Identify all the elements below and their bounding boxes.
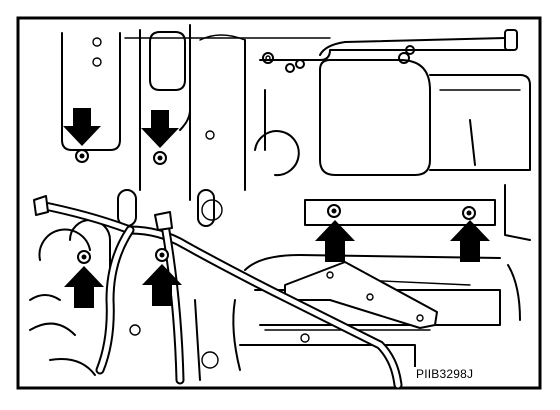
figure-reference-code: PIIB3298J: [414, 367, 476, 381]
bolt-bracket-right: [462, 206, 476, 220]
bolt-bottom-center: [155, 248, 169, 262]
arrow-top-center: [141, 110, 179, 148]
bolt-top-center: [153, 151, 167, 165]
drawing-body: [29, 24, 531, 390]
bolt-bottom-left: [77, 250, 91, 264]
bolt-bracket-left: [327, 204, 341, 218]
arrow-bracket-right: [450, 220, 490, 262]
arrow-bottom-left: [64, 266, 104, 308]
arrow-top-left: [63, 108, 101, 146]
arrow-bottom-center: [142, 264, 182, 306]
arrow-bracket-left: [315, 220, 355, 262]
bolt-top-left: [75, 149, 89, 163]
